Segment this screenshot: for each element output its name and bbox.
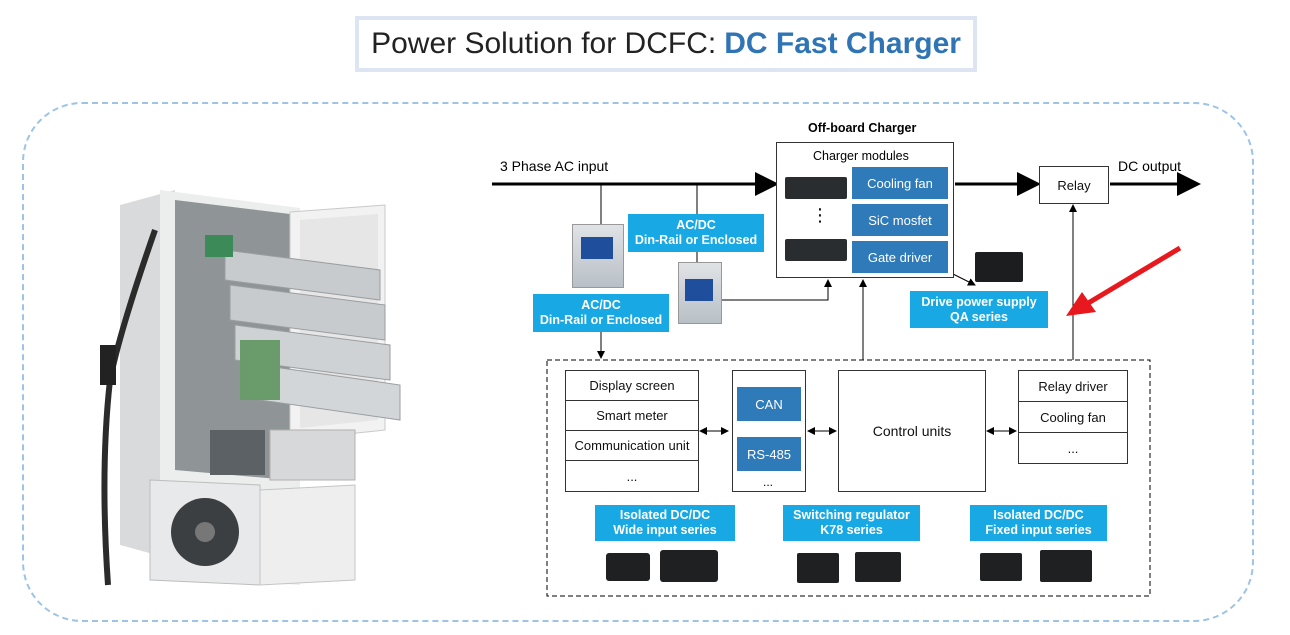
dcdc-module-image — [797, 553, 839, 583]
switching-reg-label: Switching regulator K78 series — [783, 505, 920, 541]
dc-output-label: DC output — [1118, 158, 1182, 174]
bus-can: CAN — [737, 387, 801, 421]
dcdc-module-image — [1040, 550, 1092, 582]
stack-smart-meter: Smart meter — [566, 401, 698, 431]
drive-power-label: Drive power supply QA series — [910, 291, 1048, 328]
title-accent: DC Fast Charger — [724, 27, 961, 60]
module-ellipsis: ⋮ — [811, 205, 829, 225]
ac-input-label: 3 Phase AC input — [500, 158, 609, 174]
charger-modules-label: Charger modules — [813, 149, 909, 163]
charger-module-unit — [785, 239, 847, 261]
stack-cooling-fan: Cooling fan — [1019, 402, 1127, 433]
dcdc-module-image — [606, 553, 650, 581]
title-prefix: Power Solution for DCFC: — [371, 27, 717, 60]
isolated-fixed-label: Isolated DC/DC Fixed input series — [970, 505, 1107, 541]
control-units-box: Control units — [838, 370, 986, 492]
page-title: Power Solution for DCFC: DC Fast Charger — [355, 16, 977, 72]
stack-relay-driver: Relay driver — [1019, 371, 1127, 402]
psu-module-image — [678, 262, 722, 324]
relay-box: Relay — [1039, 166, 1109, 204]
psu-module-image — [572, 224, 624, 288]
red-arrow-icon — [1066, 292, 1096, 316]
offboard-title: Off-board Charger — [808, 121, 917, 135]
block-cooling-fan: Cooling fan — [852, 167, 948, 199]
acdc-top-label: AC/DC Din-Rail or Enclosed — [628, 214, 764, 252]
diagram-frame — [22, 102, 1254, 622]
charger-module-unit — [785, 177, 847, 199]
block-sic-mosfet: SiC mosfet — [852, 204, 948, 236]
charger-modules-box: Charger modules ⋮ Cooling fan SiC mosfet… — [776, 142, 954, 278]
dcdc-module-image — [855, 552, 901, 582]
dcdc-module-image — [975, 252, 1023, 282]
stack-display-screen: Display screen — [566, 371, 698, 401]
peripheral-stack: Display screen Smart meter Communication… — [565, 370, 699, 492]
isolated-wide-label: Isolated DC/DC Wide input series — [595, 505, 735, 541]
dcdc-module-image — [660, 550, 718, 582]
stack-communication-unit: Communication unit — [566, 431, 698, 461]
stack-ellipsis: ... — [626, 469, 638, 484]
dcdc-module-image — [980, 553, 1022, 581]
block-gate-driver: Gate driver — [852, 241, 948, 273]
actuator-stack: Relay driver Cooling fan ... — [1018, 370, 1128, 464]
bus-rs485: RS-485 — [737, 437, 801, 471]
bus-box: CAN RS-485 ... — [732, 370, 806, 492]
bus-ellipsis: ... — [763, 475, 774, 489]
stack-ellipsis: ... — [1067, 441, 1079, 456]
acdc-left-label: AC/DC Din-Rail or Enclosed — [533, 294, 669, 332]
